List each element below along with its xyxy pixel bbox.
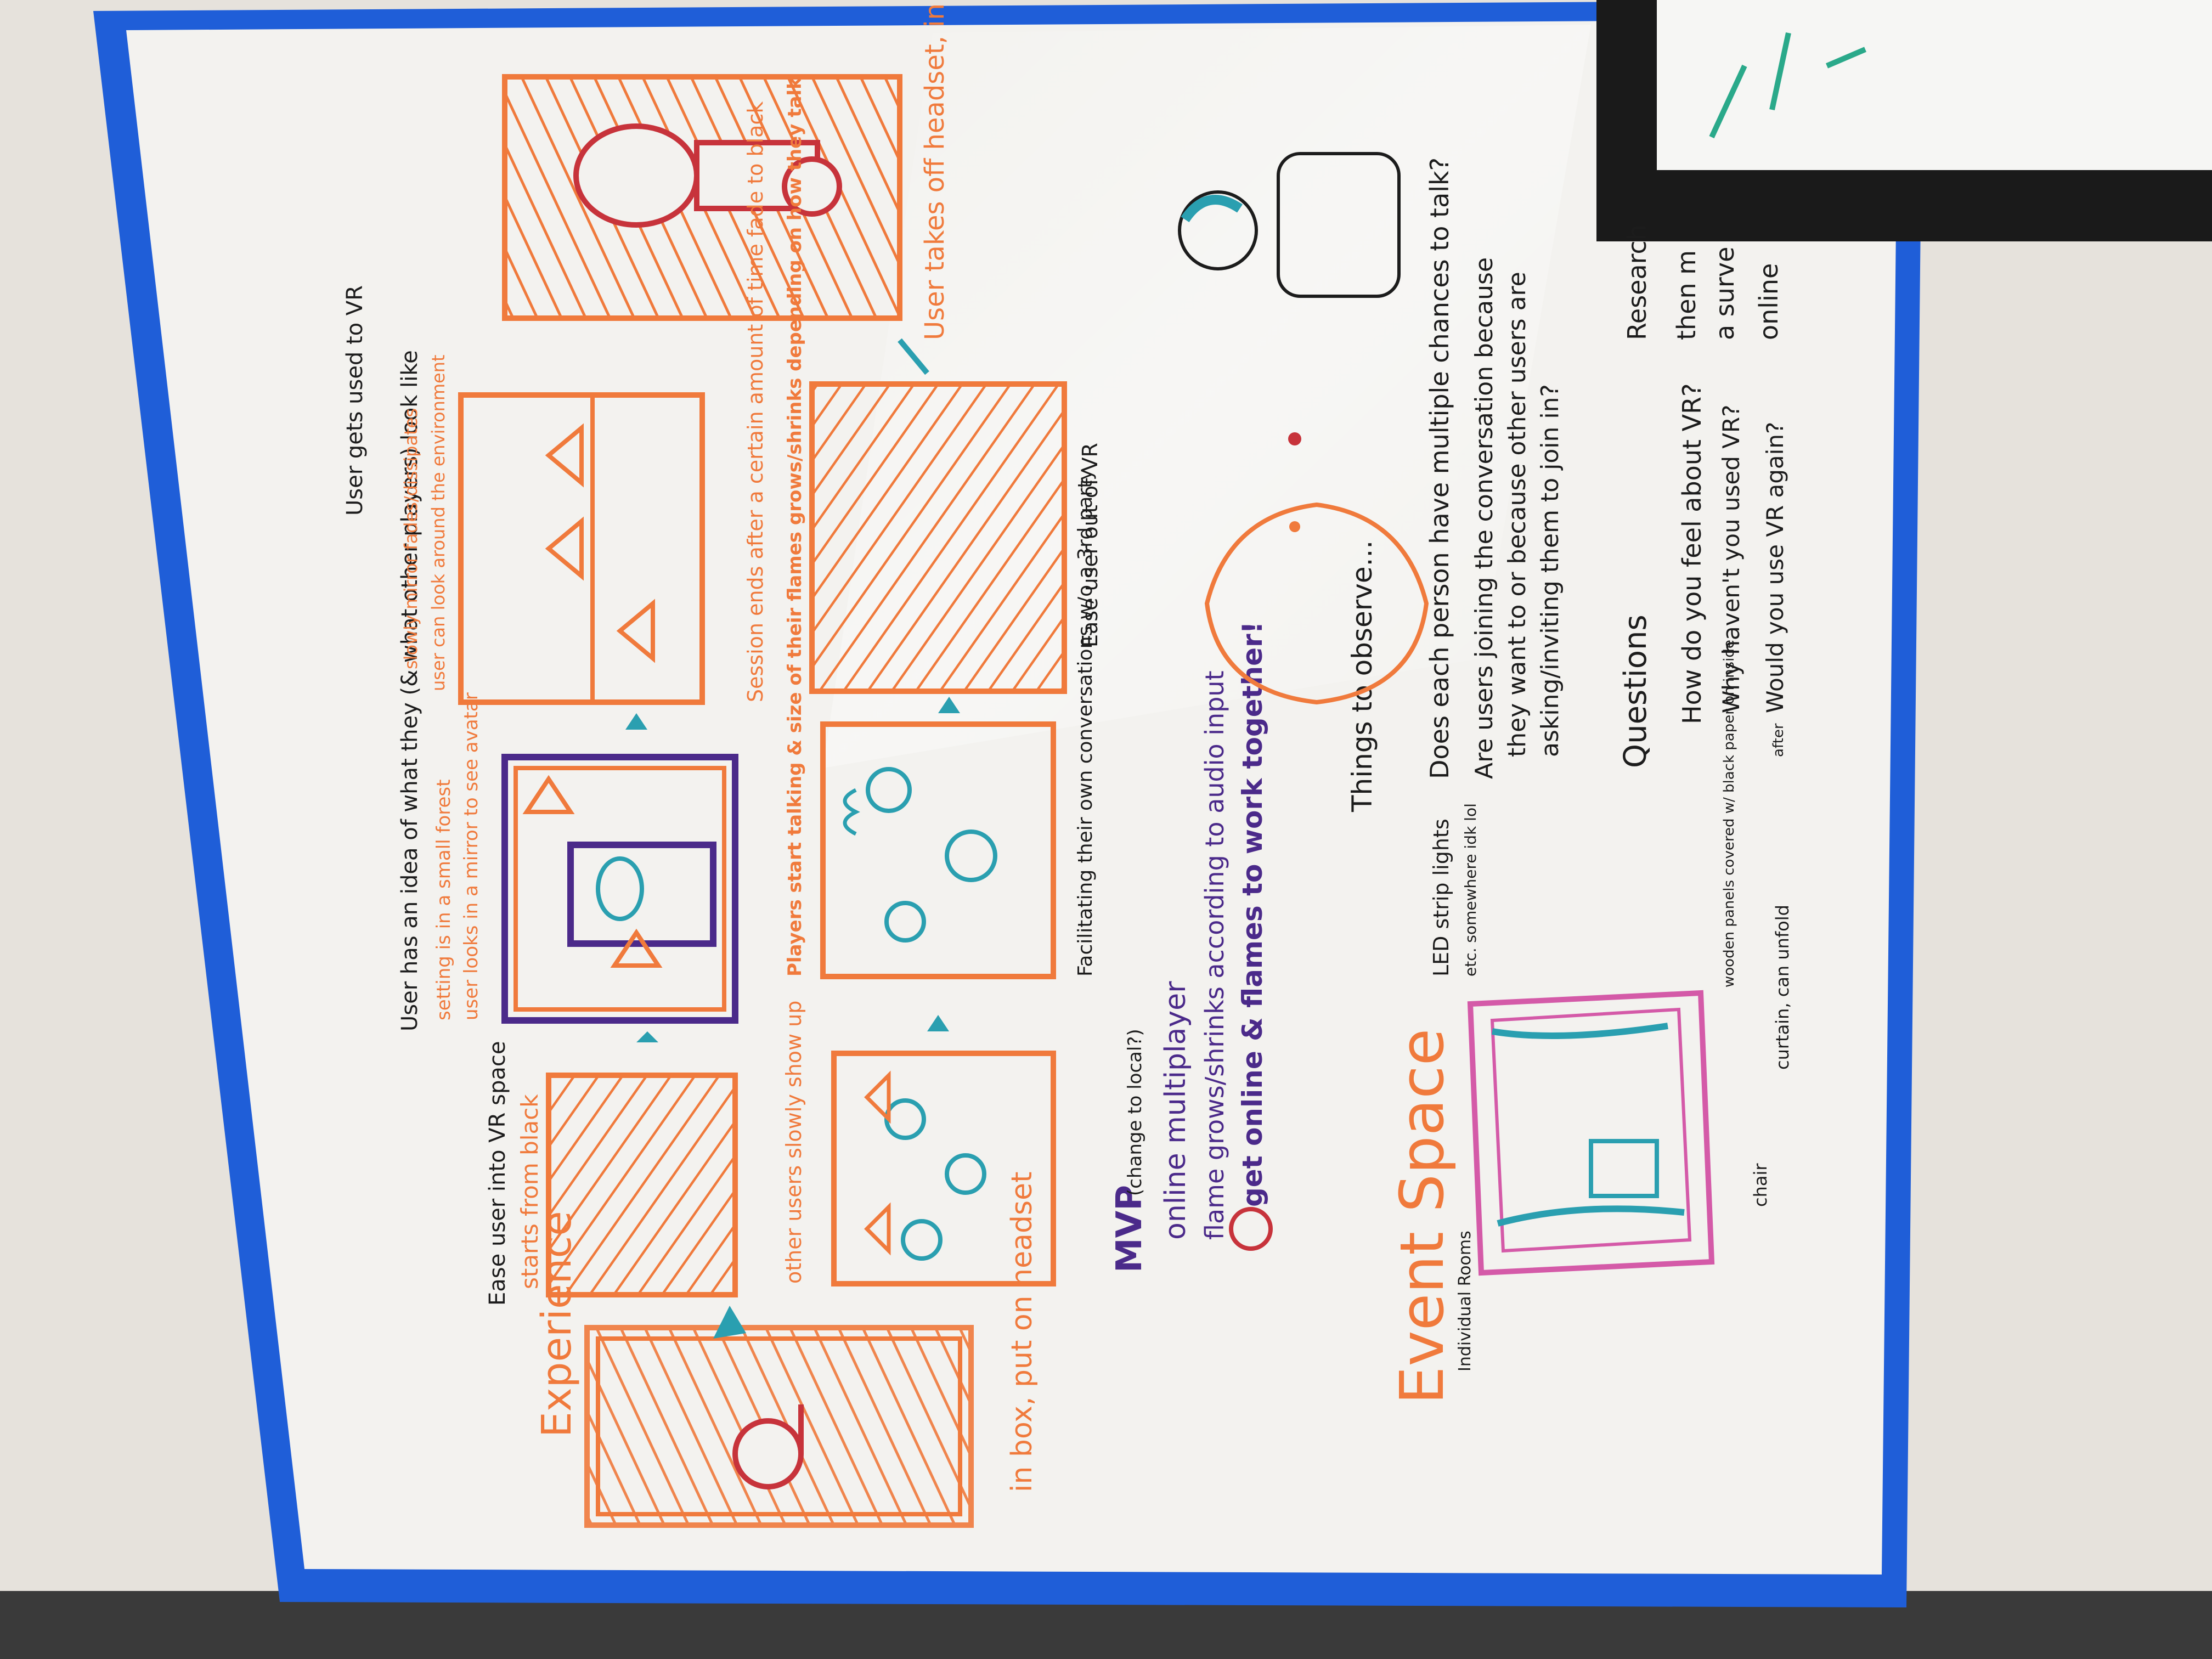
frame5-caption: other users slowly show up [782,1001,806,1284]
arrow-2-to-3 [636,1031,658,1042]
event-led-label: LED strip lights [1429,819,1453,977]
frame3-note-b: user looks in a mirror to see avatar [460,692,482,1020]
storyboard-frame-2 [546,1073,738,1297]
second-board-surface [1657,0,2212,170]
cat-doodle [1204,432,1429,705]
frame1-step: in box, put on headset [1006,1172,1039,1492]
arrow-7-to-8 [898,338,929,375]
research-line-3: a surve [1710,247,1740,340]
storyboard-frame-8 [502,74,902,321]
arrow-5-to-6 [927,1015,949,1031]
frame2-caption: starts from black [516,1094,543,1289]
research-line-2: then m [1672,250,1701,340]
observe-title: Things to observe... [1346,540,1378,812]
storyboard-frame-4 [458,392,705,705]
storyboard-frame-5 [831,1051,1056,1286]
research-line-1: Research [1622,224,1652,340]
observe-q2c: asking/inviting them to join in? [1536,384,1564,757]
frame3-caption: User has an idea of what they (& what ot… [397,350,422,1031]
frame7-caption: Session ends after a certain amount of t… [743,101,768,702]
mvp-title: MVP [1109,1185,1150,1273]
question-3: Would you use VR again? [1762,422,1788,713]
observe-q2a: Are users joining the conversation becau… [1470,257,1498,779]
storyboard-frame-7 [809,381,1067,694]
mvp-item-2: flame grows/shrinks according to audio i… [1200,670,1229,1240]
event-led-sub: etc. somewhere idk lol [1462,803,1480,977]
mvp-item-1: online multiplayer [1159,981,1192,1240]
arrow-3-to-4 [625,713,647,730]
frame6-caption: Players start talking & size of their fl… [784,76,806,977]
frame8-caption: User takes off headset, in the dark box [919,0,950,340]
event-space-subtitle: Individual Rooms [1455,1231,1475,1372]
question-1: How do you feel about VR? [1677,383,1707,724]
questions-title: Questions [1618,614,1654,768]
mvp-item-3-circle [1229,1207,1273,1251]
frame3-note-a: setting is in a small forest [433,780,455,1020]
question-2: Why haven't you used VR? [1718,405,1745,713]
frame4-note-a: slowly mirror fades/dissipates [400,408,421,669]
frame1-caption: Ease user into VR space [485,1041,510,1306]
event-space-title: Event Space [1387,1029,1457,1404]
event-chair-label: chair [1750,1163,1771,1207]
frame4-note-b: user can look around the environment [428,354,449,691]
observe-q2b: they want to or because other users are [1503,272,1531,757]
frame4-caption: User gets used to VR [342,285,368,516]
arrow-6-to-7 [938,697,960,713]
question-3-prefix: after [1770,723,1787,757]
second-board-scribble [1709,32,1866,139]
observe-q1: Does each person have multiple chances t… [1425,157,1454,779]
storyboard-frame-3 [501,754,738,1024]
mvp-subtitle: (change to local?) [1124,1029,1146,1196]
storyboard-frame-1 [584,1325,974,1528]
character-doodle [1178,152,1401,298]
event-wood-label: wooden panels covered w/ black paper on … [1721,640,1737,988]
event-space-room-sketch [1467,990,1715,1276]
storyboard-frame-6 [820,721,1056,979]
event-curtain-label: curtain, can unfold [1772,905,1793,1070]
arrow-1-to-2 [713,1306,746,1339]
mvp-item-3: get online & flames to work together! [1237,622,1268,1207]
frame7-note: Ease user out of VR [1078,443,1102,647]
research-line-4: online [1754,263,1784,340]
frame6-note: Facilitating their own conversations w/o… [1074,469,1097,977]
